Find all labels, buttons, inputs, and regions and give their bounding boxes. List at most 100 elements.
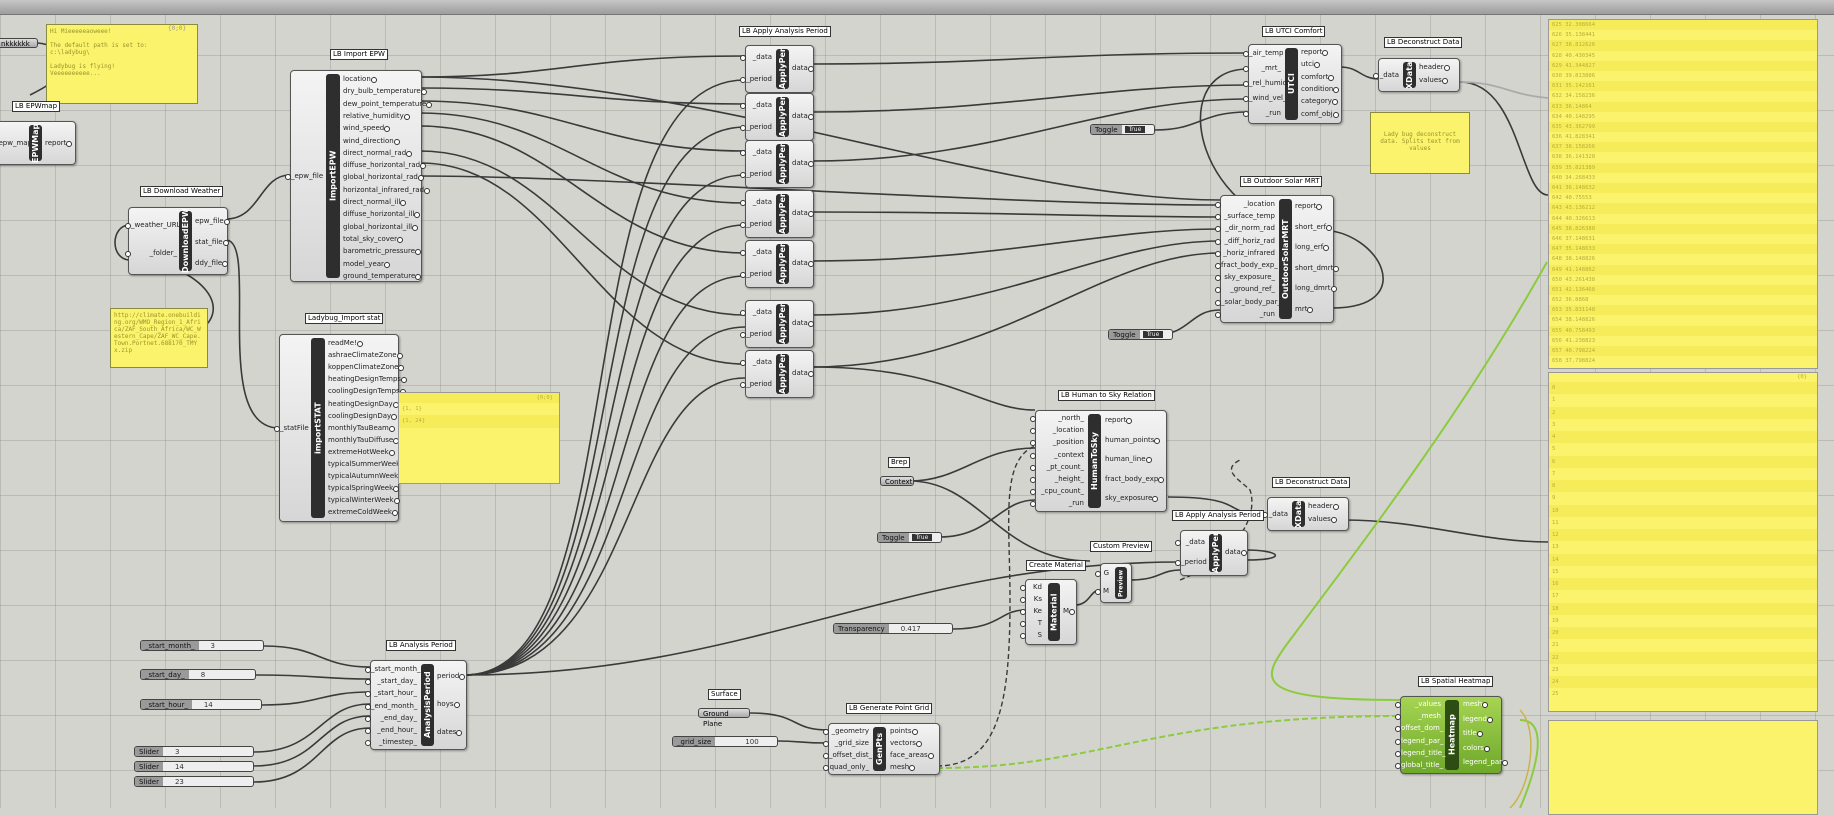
- hs-input-context[interactable]: _context: [1030, 450, 1084, 460]
- hs-input-cpu-count[interactable]: _cpu_count_: [1030, 486, 1084, 496]
- toggle-value[interactable]: True: [1124, 126, 1146, 133]
- mrt-output-report[interactable]: report: [1295, 202, 1323, 210]
- gp-output-vectors[interactable]: vectors: [890, 739, 922, 747]
- import-stat-component[interactable]: _statFile importSTAT readMe!ashraeClimat…: [274, 334, 408, 522]
- ap-input-start-day[interactable]: _start_day_: [365, 676, 417, 686]
- period-input[interactable]: _period: [740, 123, 772, 131]
- mat-input-kd[interactable]: Kd: [1020, 582, 1042, 592]
- mrt-input-diff-horiz-rad[interactable]: _diff_horiz_rad: [1215, 236, 1275, 246]
- stat-output-typicalsummerweek[interactable]: typicalSummerWeek: [328, 460, 407, 468]
- stat-output-heatingdesigntemps[interactable]: heatingDesignTemps: [328, 375, 408, 384]
- hm-input-legend-par[interactable]: legend_par_: [1395, 736, 1444, 745]
- utci-output-category[interactable]: category: [1301, 97, 1338, 106]
- epw-output-global-horizontal-ill[interactable]: global_horizontal_ill: [343, 222, 419, 231]
- hm-output-colors[interactable]: colors: [1463, 743, 1490, 752]
- data-input[interactable]: _data: [1373, 71, 1399, 79]
- mrt-input-fract-body-exp[interactable]: fract_body_exp_: [1215, 261, 1278, 269]
- mat-input-ke[interactable]: Ke: [1020, 606, 1042, 616]
- ap-input-timestep[interactable]: _timestep_: [365, 737, 417, 747]
- hs-input-position[interactable]: _position: [1030, 437, 1084, 447]
- data-input[interactable]: _data: [740, 247, 772, 257]
- ap-input-start-hour[interactable]: _start_hour_: [365, 688, 417, 698]
- analysis-period-component[interactable]: AnalysisPeriod period hoys dates _start_…: [365, 660, 467, 750]
- data-output[interactable]: data: [1225, 548, 1247, 556]
- data-output[interactable]: data: [792, 112, 814, 120]
- weather-url-input[interactable]: _weather_URL: [125, 221, 181, 229]
- hs-input-height[interactable]: _height_: [1030, 474, 1084, 484]
- mat-input-s[interactable]: S: [1020, 630, 1042, 640]
- gp-input-geometry[interactable]: _geometry: [823, 726, 869, 736]
- utci-output-utci[interactable]: utci: [1301, 60, 1320, 69]
- url-note[interactable]: http://climate.onebuilding.org/WMO_Regio…: [110, 308, 208, 368]
- mrt-output-short-dmrt[interactable]: short_dmrt: [1295, 263, 1340, 272]
- period-input[interactable]: _period: [740, 380, 772, 388]
- stat-output-extremecoldweek[interactable]: extremeColdWeek: [328, 508, 398, 517]
- mrt-output-long-erf[interactable]: long_erf: [1295, 243, 1330, 251]
- epw-output-direct-normal-ill[interactable]: direct_normal_ill: [343, 198, 407, 206]
- readme-note[interactable]: Hi Mieeeeeaoweee! The default path is se…: [46, 24, 198, 104]
- ap-input-end-hour[interactable]: _end_hour_: [365, 725, 417, 735]
- data-input[interactable]: _data: [1262, 510, 1288, 518]
- gp-output-mesh[interactable]: mesh: [890, 763, 916, 771]
- epw-output-horizontal-infrared-rad[interactable]: horizontal_infrared_rad: [343, 185, 431, 194]
- data-output[interactable]: data: [792, 369, 814, 377]
- data-input[interactable]: _data: [740, 100, 772, 110]
- data-output[interactable]: data: [792, 209, 814, 217]
- period-output[interactable]: period: [437, 672, 466, 680]
- material-input[interactable]: M: [1095, 587, 1109, 595]
- data-input[interactable]: _data: [740, 197, 772, 207]
- truncated-param[interactable]: nkkkkkk: [0, 38, 38, 48]
- ap-input-start-month[interactable]: _start_month_: [365, 665, 421, 673]
- utci-output-report[interactable]: report: [1301, 48, 1329, 56]
- folder-input[interactable]: _folder_: [125, 248, 177, 258]
- geometry-input[interactable]: G: [1095, 568, 1109, 578]
- gp-output-face-areas[interactable]: face_areas: [890, 751, 934, 759]
- gp-input-offset-dist[interactable]: _offset_dist_: [823, 751, 873, 759]
- epw-output-direct-normal-rad[interactable]: direct_normal_rad: [343, 148, 413, 157]
- hm-input-mesh[interactable]: _mesh: [1395, 711, 1441, 721]
- mrt-output-short-erf[interactable]: short_erf: [1295, 222, 1333, 231]
- utci-input-wind-vel[interactable]: _wind_vel_: [1243, 94, 1287, 102]
- hs-output-sky-exposure[interactable]: sky_exposure: [1105, 494, 1159, 502]
- stat-output-monthlytaubeam[interactable]: monthlyTauBeam: [328, 423, 395, 432]
- deconstruct-component[interactable]: _data XData header values: [1373, 58, 1460, 92]
- mrt-input-ground-ref[interactable]: _ground_ref_: [1215, 284, 1275, 294]
- hs-output-report[interactable]: report: [1105, 416, 1133, 424]
- data-output[interactable]: data: [792, 319, 814, 327]
- utci-output-comfort[interactable]: comfort: [1301, 72, 1335, 81]
- epw-output-wind-speed[interactable]: wind_speed: [343, 124, 391, 133]
- utci-input-rel-humid[interactable]: _rel_humid: [1243, 79, 1288, 87]
- stat-file-output[interactable]: stat_file: [195, 238, 229, 246]
- epw-output-location[interactable]: location: [343, 75, 377, 83]
- epw-file-input[interactable]: _epw_file: [285, 172, 324, 180]
- ap-input-end-month[interactable]: _end_month_: [365, 701, 418, 710]
- hm-output-title[interactable]: title: [1463, 729, 1483, 737]
- stat-output-extremehotweek[interactable]: extremeHotWeek: [328, 447, 395, 456]
- epw-output-total-sky-cover[interactable]: total_sky_cover: [343, 234, 404, 243]
- mrt-input-solar-body-par[interactable]: _solar_body_par_: [1215, 297, 1281, 306]
- period-input[interactable]: _period: [740, 270, 772, 278]
- gen-points-component[interactable]: GenPts _geometry_grid_size_offset_dist_q…: [823, 723, 940, 775]
- epw-output-diffuse-horizontal-ill[interactable]: diffuse_horizontal_ill: [343, 210, 421, 219]
- utci-input-mrt[interactable]: _mrt_: [1243, 63, 1281, 73]
- ground-plane-param[interactable]: Ground Plane: [698, 708, 750, 728]
- mrt-output-mrt[interactable]: mrt: [1295, 304, 1315, 313]
- custom-preview-component[interactable]: G M Preview: [1095, 563, 1132, 603]
- hm-input-legend-title[interactable]: legend_title_: [1395, 748, 1446, 757]
- period-input[interactable]: _period: [1175, 558, 1207, 566]
- epw-output-diffuse-horizontal-rad[interactable]: diffuse_horizontal_rad: [343, 161, 427, 170]
- gp-input-grid-size[interactable]: _grid_size: [823, 738, 869, 748]
- hs-input-north[interactable]: _north_: [1030, 413, 1084, 423]
- mrt-input-surface-temp[interactable]: _surface_temp: [1215, 211, 1275, 221]
- deconstruct-note[interactable]: Lady bug deconstruct data. Splits text f…: [1370, 112, 1470, 174]
